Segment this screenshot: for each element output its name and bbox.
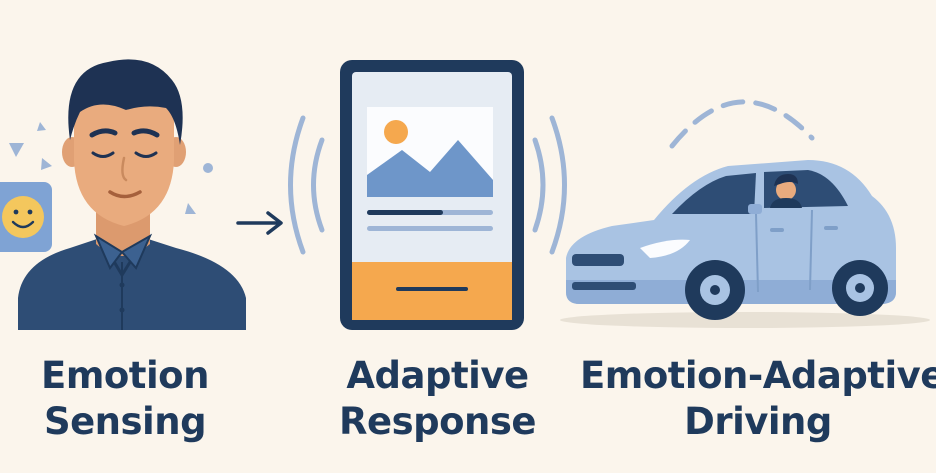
person-avatar [18,59,246,330]
emotion-adaptive-driving-label: Emotion-Adaptive Driving [580,353,936,445]
right-arrow-icon [236,211,283,235]
adaptive-response-label: Adaptive Response [300,353,575,445]
emotion-adaptive-driving-line2: Driving [684,400,832,443]
signal-waves-icon [288,115,567,255]
emotion-sensing-line1: Emotion [41,354,209,397]
emotion-adaptive-driving-illustration [560,99,930,328]
car-icon [566,160,896,320]
car-shadow [560,312,930,328]
emotion-sensing-line2: Sensing [43,400,207,443]
decorative-shapes [9,122,213,214]
smiley-face-icon [0,182,52,252]
emotion-sensing-illustration [0,59,246,330]
emotion-adaptive-driving-line1: Emotion-Adaptive [580,354,936,397]
adaptive-response-line1: Adaptive [346,354,529,397]
emotion-sensing-label: Emotion Sensing [0,353,250,445]
wireless-arc-icon [669,99,815,149]
tablet-device [340,60,524,330]
adaptive-response-illustration [288,60,567,330]
adaptive-response-line2: Response [339,400,536,443]
